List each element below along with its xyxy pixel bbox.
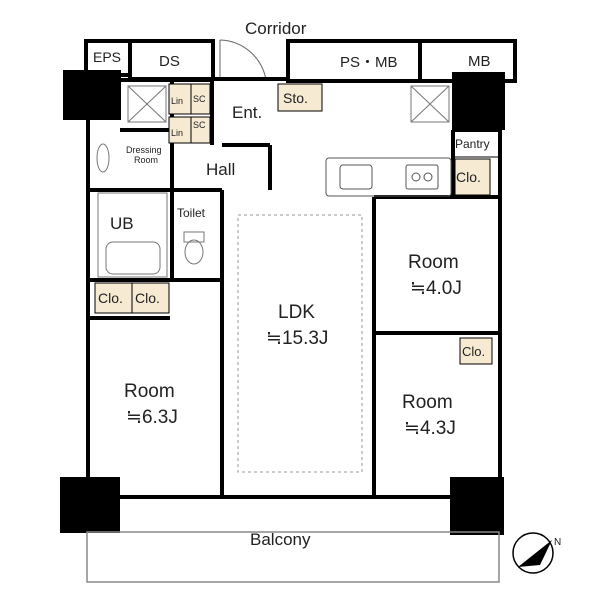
room-right-bottom-size: ≒4.3J: [404, 418, 456, 439]
clo-left-label-1: Clo.: [98, 290, 123, 306]
clo-left-1: [94, 282, 133, 314]
pantry-label: Pantry: [455, 137, 490, 151]
sc-closet-1: [190, 83, 211, 115]
clo-left-label-2: Clo.: [135, 290, 160, 306]
balcony-label: Balcony: [250, 530, 311, 549]
eps-label: EPS: [93, 49, 121, 65]
toilet-icon: [183, 231, 205, 265]
ps-mb-label: PS・MB: [340, 54, 398, 71]
room-right-top-name: Room: [408, 252, 459, 273]
unit-bath: [97, 192, 168, 278]
ub-label: UB: [110, 214, 134, 233]
dressing-label-1: Dressing: [126, 145, 162, 155]
room-left-size: ≒6.3J: [126, 407, 178, 428]
dressing-label-2: Room: [134, 155, 158, 165]
hall-label: Hall: [206, 160, 235, 179]
lin-label-1: Lin: [171, 96, 183, 106]
ps-mb-shaft: [286, 39, 517, 83]
north-arrow-icon: N: [512, 532, 561, 574]
ldk-name: LDK: [278, 302, 315, 323]
basin-icon: [96, 143, 110, 173]
column-top-right: [452, 72, 505, 130]
clo-left-2: [131, 282, 170, 314]
sc-closet-2: [190, 116, 211, 144]
sc-label-1: SC: [193, 94, 206, 104]
entrance-door: [219, 39, 267, 81]
sto-label: Sto.: [283, 90, 308, 106]
kitchen-counter: [325, 157, 452, 197]
ent-label: Ent.: [232, 103, 262, 122]
mb-label: MB: [468, 53, 491, 70]
column-top-left: [63, 70, 121, 120]
clo-kitchen-label: Clo.: [456, 169, 481, 185]
balcony-outline: [86, 531, 500, 583]
room-right-top-size: ≒4.0J: [410, 278, 462, 299]
toilet-label: Toilet: [177, 206, 206, 220]
clo-room-right: [459, 337, 493, 365]
lin-label-2: Lin: [171, 128, 183, 138]
sto-storage: [277, 83, 323, 112]
room-left-name: Room: [124, 381, 175, 402]
corridor-label: Corridor: [245, 19, 307, 38]
column-bottom-left: [60, 477, 120, 533]
ldk-dashed-outline: [237, 214, 363, 473]
washer-pan-icon: [127, 85, 167, 123]
sc-label-2: SC: [193, 120, 206, 130]
column-bottom-right: [450, 477, 504, 535]
exterior-walls: [86, 77, 502, 499]
ldk-size: ≒15.3J: [266, 328, 328, 349]
clo-room-right-label: Clo.: [462, 344, 485, 359]
north-label: N: [554, 537, 561, 548]
kitchen-sink-box-icon: [410, 85, 450, 123]
bathtub-icon: [105, 241, 161, 275]
pantry-box: [452, 129, 501, 158]
clo-kitchen-storage: [454, 158, 491, 196]
ds-label: DS: [159, 53, 180, 70]
room-right-bottom-name: Room: [402, 392, 453, 413]
